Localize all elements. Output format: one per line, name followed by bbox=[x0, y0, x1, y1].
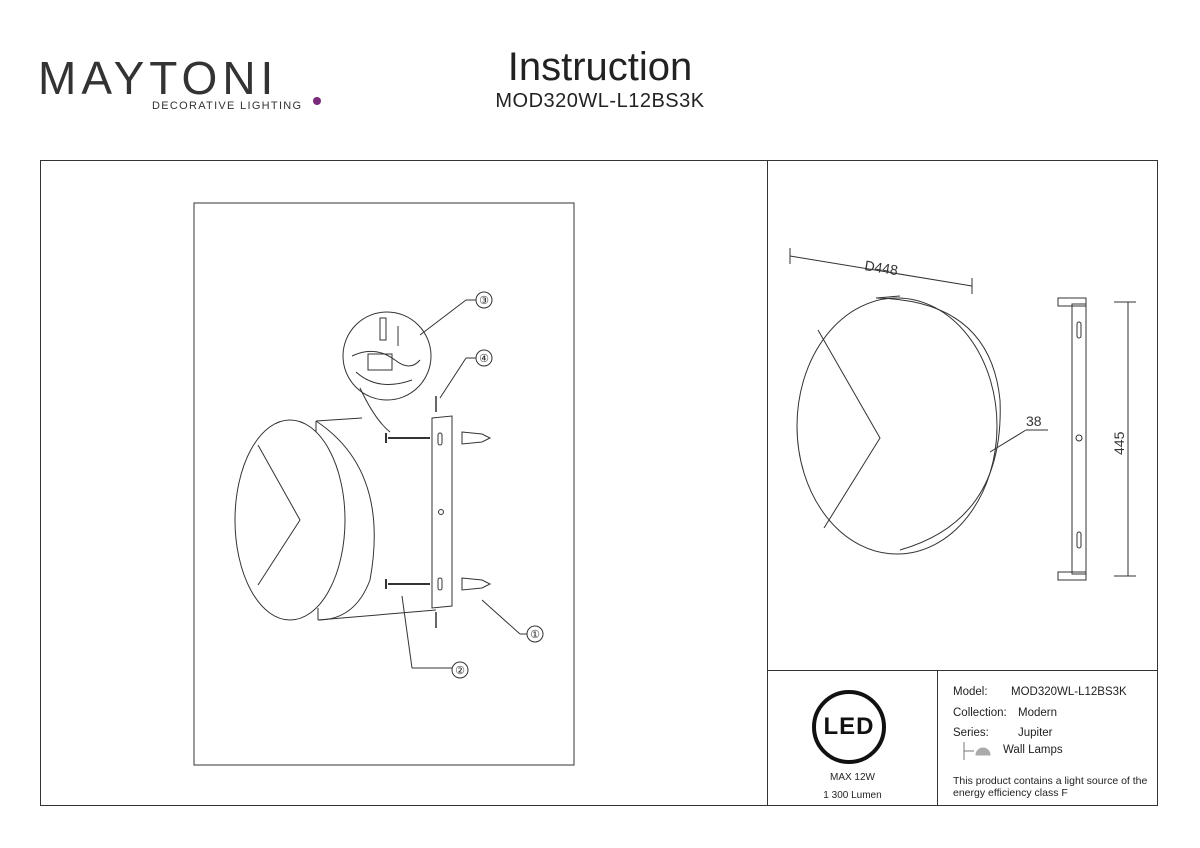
spec-collection-value: Modern bbox=[1018, 707, 1057, 719]
wall-lamp-icon bbox=[963, 742, 991, 760]
spec-series-label: Series: bbox=[953, 727, 989, 739]
spec-collection-label: Collection: bbox=[953, 707, 1007, 719]
spec-model-value: MOD320WL-L12BS3K bbox=[1011, 686, 1127, 698]
page-title: Instruction bbox=[507, 45, 693, 89]
led-badge-text: LED bbox=[823, 713, 875, 740]
spec-type-value: Wall Lamps bbox=[1003, 744, 1063, 756]
frame-divider-horizontal bbox=[767, 670, 1158, 671]
callout-circle-3 bbox=[475, 291, 493, 309]
dimension-lamp bbox=[796, 295, 1001, 555]
drawing-frame bbox=[40, 160, 1158, 806]
lumen-output: 1 300 Lumen bbox=[823, 790, 882, 801]
info-divider-vertical bbox=[937, 670, 938, 806]
spec-series-value: Jupiter bbox=[1018, 727, 1053, 739]
callout-label-3: ③ bbox=[479, 295, 489, 307]
callout-label-4: ④ bbox=[479, 353, 489, 365]
brand-tagline: DECORATIVE LIGHTING bbox=[152, 100, 303, 112]
brand-accent-dot bbox=[313, 97, 321, 105]
dimension-bracket bbox=[1057, 297, 1087, 581]
led-badge: LED bbox=[812, 690, 886, 764]
assembly-lamp bbox=[234, 417, 437, 621]
dim-depth-label: 38 bbox=[1026, 413, 1042, 429]
dim-height-label: 445 bbox=[1111, 431, 1127, 455]
brand-logo: MAYTONI bbox=[38, 50, 321, 120]
callout-circle-2 bbox=[451, 661, 469, 679]
max-power: MAX 12W bbox=[829, 772, 875, 783]
brand-name: MAYTONI bbox=[38, 52, 279, 104]
wiring-detail bbox=[342, 311, 432, 433]
model-code: MOD320WL-L12BS3K bbox=[495, 90, 705, 112]
callout-circle-4 bbox=[475, 349, 493, 367]
frame-divider-vertical bbox=[767, 160, 768, 806]
spec-model-label: Model: bbox=[953, 686, 988, 698]
assembly-panel bbox=[193, 202, 575, 766]
dim-diameter-label: D448 bbox=[864, 257, 900, 278]
energy-note: This product contains a light source of … bbox=[953, 775, 1148, 799]
assembly-bracket bbox=[431, 415, 453, 609]
assembly-screws bbox=[385, 396, 492, 628]
callout-label-1: ① bbox=[530, 629, 540, 641]
callout-circle-1 bbox=[526, 625, 544, 643]
callout-label-2: ② bbox=[455, 665, 465, 677]
